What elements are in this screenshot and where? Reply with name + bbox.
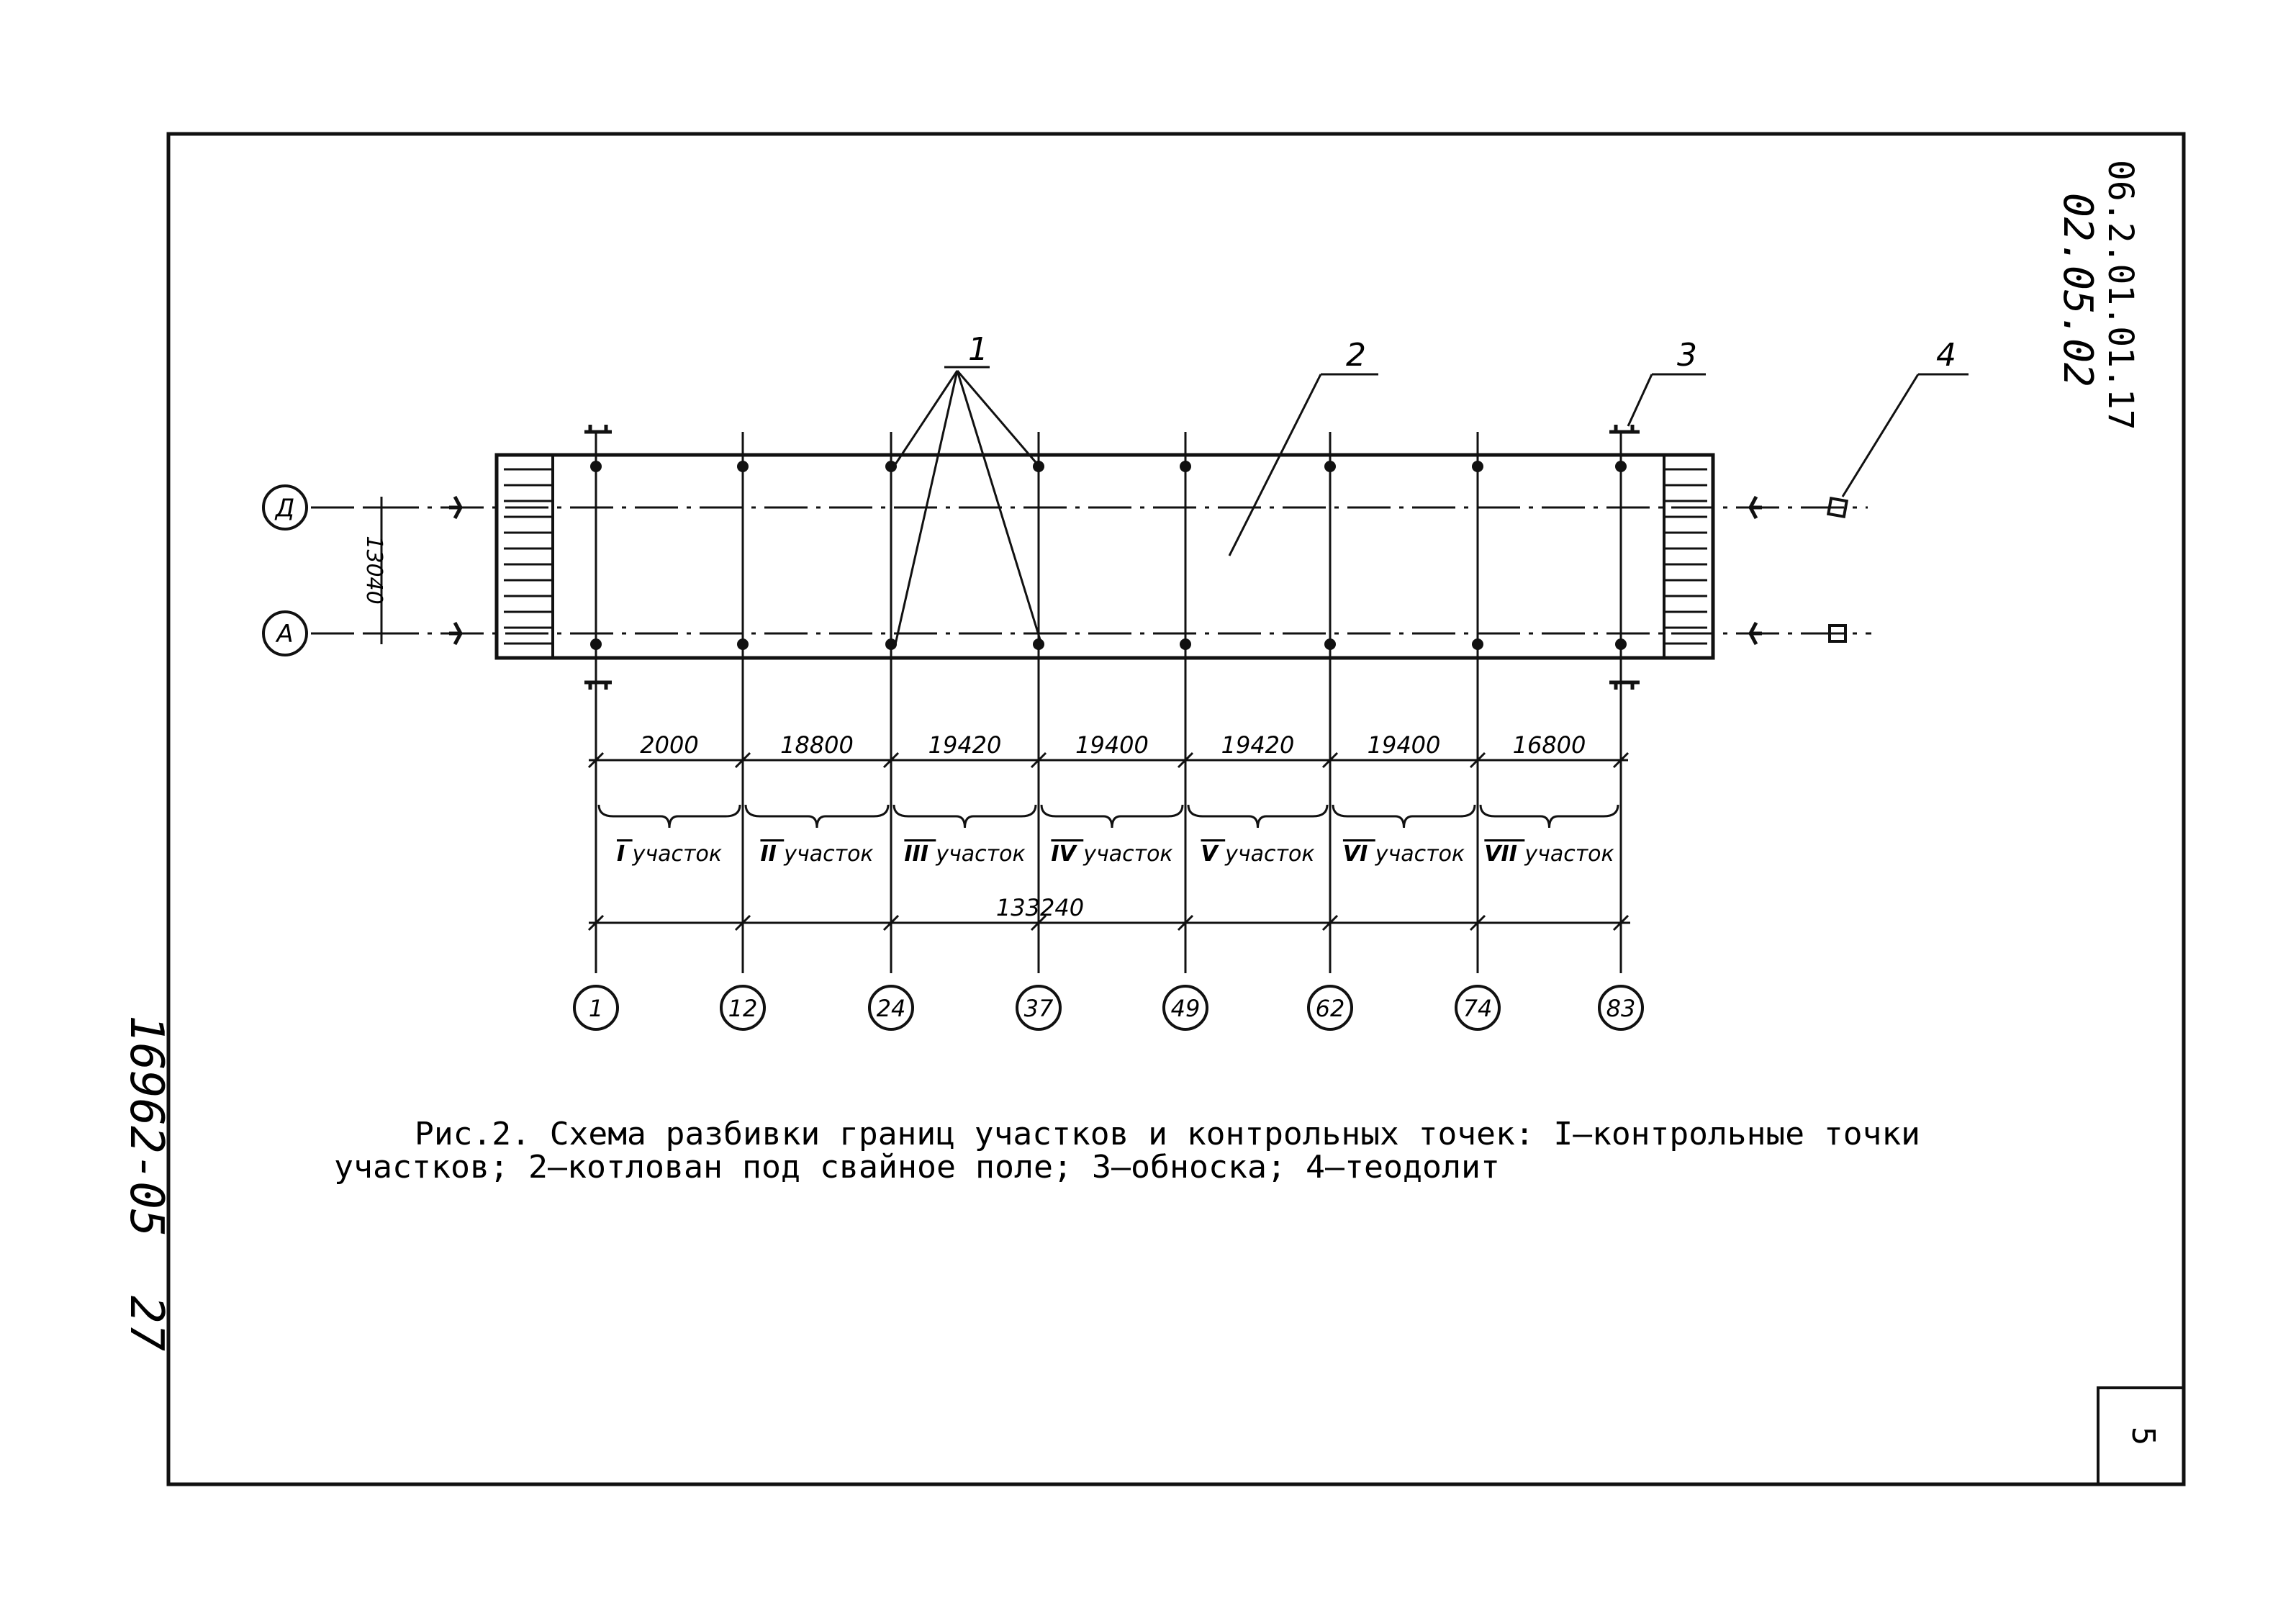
theodolite-icon xyxy=(1826,496,1849,519)
section-brace xyxy=(1187,804,1329,829)
dimension-tick xyxy=(1469,751,1486,769)
dimension-chain: 2000 18800 19420 19400 19420 19400 16800 xyxy=(587,731,1630,931)
column-label: 49 xyxy=(1171,995,1201,1022)
section-labels: I участок II участок III участок IV участок… xyxy=(597,804,1619,867)
callout-2: 2 xyxy=(1228,337,1378,556)
control-point xyxy=(1615,461,1627,472)
column-bubble xyxy=(1016,985,1062,1031)
sheet-number-box xyxy=(2097,1386,2185,1486)
dimension-tick xyxy=(587,751,605,769)
column-bubble xyxy=(720,985,766,1031)
dimension-label: 19420 xyxy=(928,731,1002,759)
caption-line-1: Рис.2. Схема разбивки границ участков и … xyxy=(415,1116,1920,1152)
column-bubble xyxy=(868,985,914,1031)
callout-3: 3 xyxy=(1627,337,1706,427)
section-label: I участок xyxy=(617,841,722,867)
section-label: VI участок xyxy=(1343,841,1465,867)
dimension-tick xyxy=(1612,751,1630,769)
axis-bubble-A xyxy=(262,610,308,656)
control-point xyxy=(885,638,897,650)
sheet-frame xyxy=(166,132,2186,1486)
callout-4-number: 4 xyxy=(1936,337,1956,374)
column-label: 1 xyxy=(589,995,603,1022)
control-point xyxy=(737,461,749,472)
section-brace xyxy=(1479,804,1619,829)
pit-outline xyxy=(494,453,1715,660)
section-label: III участок xyxy=(904,841,1025,867)
theodolite-icon-lower xyxy=(1828,624,1847,643)
column-bubble xyxy=(1598,985,1644,1031)
control-point xyxy=(1180,461,1191,472)
hatch-right xyxy=(1663,455,1707,658)
callout-1-number: 1 xyxy=(968,331,988,368)
control-point xyxy=(1324,638,1336,650)
control-point xyxy=(1324,461,1336,472)
section-label: V участок xyxy=(1201,841,1315,867)
side-stamp-page: 27 xyxy=(119,1296,173,1351)
section-brace xyxy=(1332,804,1476,829)
dimension-label: 16800 xyxy=(1513,731,1586,759)
control-points xyxy=(590,461,1627,650)
doc-code-2: 02.05.02 xyxy=(2054,193,2101,387)
control-point xyxy=(885,461,897,472)
section-brace xyxy=(1040,804,1184,829)
column-bubble xyxy=(1455,985,1501,1031)
control-point xyxy=(590,461,602,472)
dimension-label: 19400 xyxy=(1368,731,1441,759)
section-brace xyxy=(892,804,1037,829)
dimension-tick xyxy=(882,751,900,769)
axis-pins xyxy=(449,495,1762,646)
caption-line-2: участков; 2–котлован под свайное поле; 3… xyxy=(334,1149,1500,1186)
column-axes xyxy=(595,432,1622,973)
axis-label-D: Д xyxy=(274,494,295,523)
column-label: 62 xyxy=(1316,995,1345,1022)
column-label: 37 xyxy=(1024,995,1054,1022)
board-markers xyxy=(584,425,1640,690)
control-point xyxy=(1615,638,1627,650)
control-point xyxy=(737,638,749,650)
section-brace xyxy=(597,804,741,829)
axis-label-A: А xyxy=(275,620,293,649)
callout-2-number: 2 xyxy=(1346,337,1366,374)
section-label: VII участок xyxy=(1484,841,1614,867)
dimension-label: 18800 xyxy=(780,731,854,759)
hatch-left xyxy=(504,455,554,658)
callout-1: 1 xyxy=(892,331,1043,645)
dimension-label: 19400 xyxy=(1075,731,1149,759)
dimension-tick xyxy=(734,751,751,769)
axis-bubble-D xyxy=(262,484,308,531)
section-brace xyxy=(744,804,890,829)
callout-3-number: 3 xyxy=(1677,337,1697,374)
dimension-tick xyxy=(1177,751,1194,769)
column-bubble xyxy=(1162,985,1208,1031)
dimension-label: 19420 xyxy=(1221,731,1295,759)
column-bubble xyxy=(573,985,619,1031)
callout-4: 4 xyxy=(1841,337,1969,497)
column-label: 83 xyxy=(1606,995,1636,1022)
dimension-label: 2000 xyxy=(640,731,698,759)
control-point xyxy=(1472,461,1483,472)
section-label: IV участок xyxy=(1051,841,1172,867)
control-point xyxy=(1472,638,1483,650)
column-bubble xyxy=(1307,985,1353,1031)
control-point xyxy=(1033,638,1044,650)
side-stamp-code: 16962-05 xyxy=(119,1015,173,1237)
column-bubbles: 1 12 24 37 49 62 74 83 xyxy=(573,985,1644,1031)
section-label: II участок xyxy=(760,841,873,867)
control-point xyxy=(590,638,602,650)
control-point xyxy=(1180,638,1191,650)
row-spacing-label: 13040 xyxy=(361,536,387,604)
doc-code-1: 06.2.01.01.17 xyxy=(2100,160,2141,430)
dimension-tick xyxy=(1030,751,1047,769)
sheet-number: 5 xyxy=(2125,1427,2161,1446)
total-dimension: 133240 xyxy=(996,894,1084,921)
column-label: 74 xyxy=(1463,995,1493,1022)
column-label: 12 xyxy=(728,995,758,1022)
dimension-tick xyxy=(1321,751,1339,769)
column-label: 24 xyxy=(877,995,906,1022)
